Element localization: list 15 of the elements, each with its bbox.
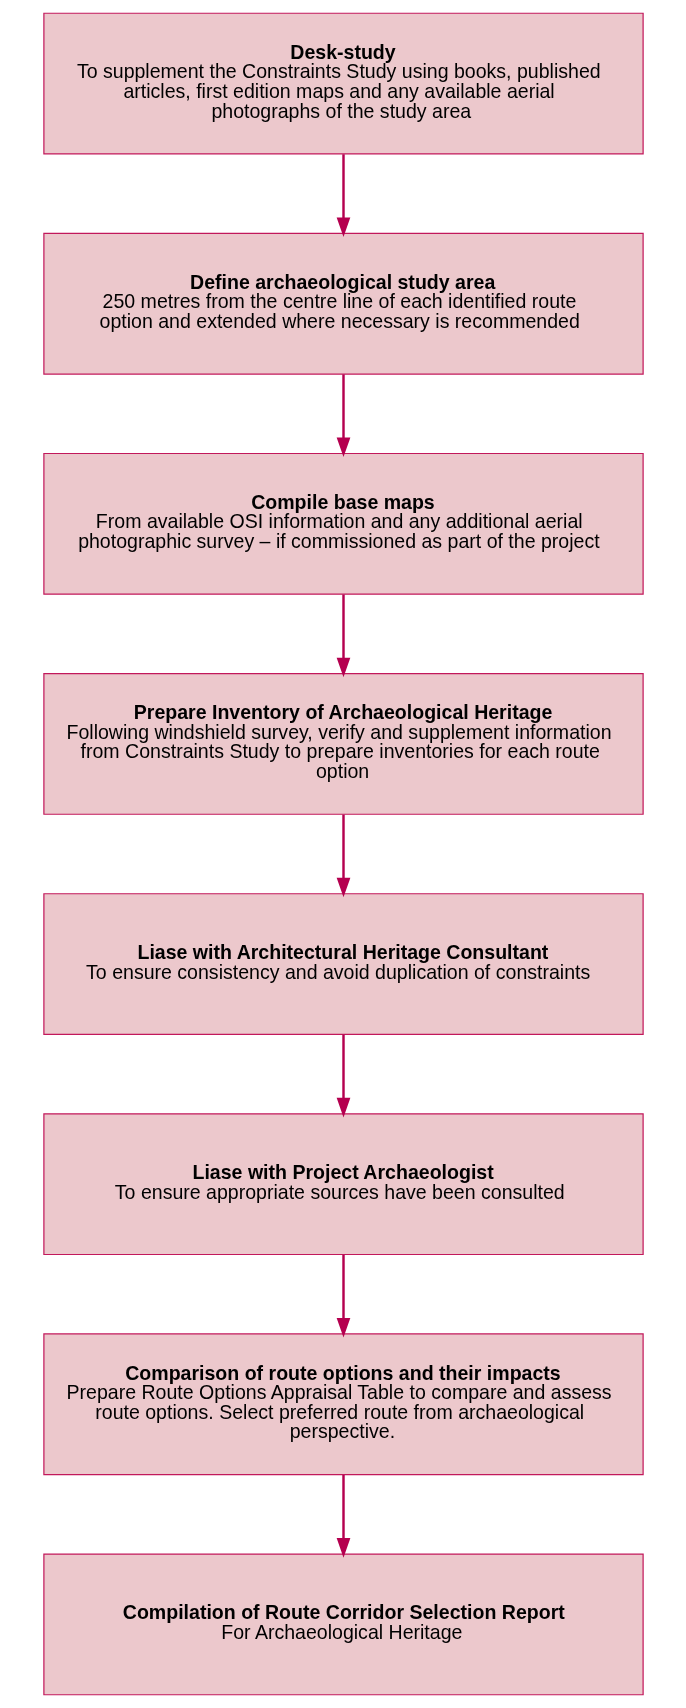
arrow [336,1254,350,1338]
node-box: Liase with Project Archaeologist To ensure appropriate sources have been consulted [42,1113,644,1256]
arrow [336,1034,350,1118]
node-box: Liase with Architectural Heritage Consultant To ensure consistency and avoid duplication of constraints [42,893,644,1035]
arrow [336,1475,350,1558]
arrow [336,374,350,458]
node-box: Compilation of Route Corridor Selection Report For Archaeological Heritage [42,1553,644,1696]
arrow [336,154,350,237]
node-box: Compile base maps From available OSI information and any additional aerial photographic survey – if commissioned as part of the project [42,452,644,595]
arrow [336,594,350,678]
node-box: Define archaeological study area 250 metres from the centre line of each identified route option and extended where necessary is recommended [42,232,644,375]
node-box: Comparison of route options and their impacts Prepare Route Options Appraisal Table to compare and assess route options. Select preferred route from archaeological perspective. [42,1333,644,1476]
arrow [336,814,350,898]
node-box: Desk-study To supplement the Constraints Study using books, published articles, first edition maps and any available aerial photographs of the study area [42,12,644,155]
node-box: Prepare Inventory of Archaeological Heritage Following windshield survey, verify and supplement information from Constraints Study to prepare inventories for each route option [42,673,644,815]
